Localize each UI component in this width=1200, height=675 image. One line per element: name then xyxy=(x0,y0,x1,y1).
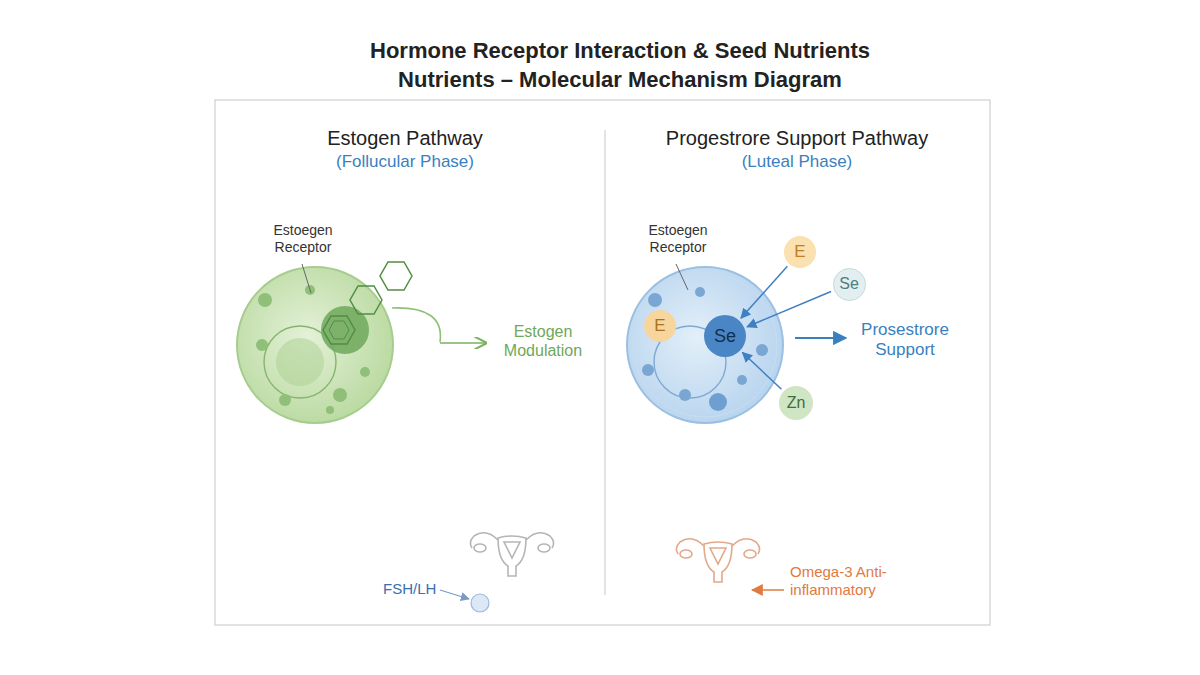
hormone-label: FSH/LH xyxy=(383,580,443,598)
uterus-icon xyxy=(470,533,553,576)
panel-heading: Estogen Pathway xyxy=(245,126,565,150)
fsh-arrow xyxy=(440,590,469,599)
nutrient-arrow xyxy=(747,292,831,327)
support-arrow xyxy=(795,337,846,339)
nutrient-circle: Zn xyxy=(779,386,813,420)
modulation-arrow xyxy=(440,342,486,344)
nutrient-effect: Omega-3 Anti-inflammatory xyxy=(790,563,940,599)
estrogen-molecule xyxy=(323,262,412,344)
node-text: Se xyxy=(839,275,859,293)
uterus-icon xyxy=(676,539,759,582)
nutrient-circle: E xyxy=(784,236,816,268)
node-text: Se xyxy=(714,326,736,347)
nutrient-circle: E xyxy=(644,310,676,342)
phase-subheading: (Luteal Phase) xyxy=(637,152,957,172)
node-text: Zn xyxy=(787,394,806,412)
receptor-label: Estoegen Receptor xyxy=(262,222,344,256)
hormone-dot xyxy=(471,594,489,612)
pathway-effect: Prosestrore Support xyxy=(853,320,957,361)
omega-arrow xyxy=(752,589,784,591)
modulation-arc xyxy=(392,308,440,342)
receptor-label: Estoegen Receptor xyxy=(637,222,719,256)
nutrient-circle: Se xyxy=(704,315,746,357)
diagram-title: Hormone Receptor Interaction & Seed Nutr… xyxy=(350,37,890,94)
phase-subheading: (Follucular Phase) xyxy=(245,152,565,172)
node-text: E xyxy=(654,316,665,336)
node-text: E xyxy=(794,242,805,262)
panel-heading: Progestrore Support Pathway xyxy=(637,126,957,150)
panel-divider xyxy=(605,130,606,595)
nutrient-arrow xyxy=(742,352,781,389)
pathway-effect: Estogen Modulation xyxy=(493,322,593,360)
progesterone-cell xyxy=(627,267,783,423)
leader-line xyxy=(302,264,311,293)
leader-line xyxy=(676,264,688,290)
panel-frame xyxy=(215,100,990,625)
nutrient-circle: Se xyxy=(833,268,866,301)
nutrient-arrow xyxy=(741,266,787,318)
estrogen-cell xyxy=(237,267,393,423)
